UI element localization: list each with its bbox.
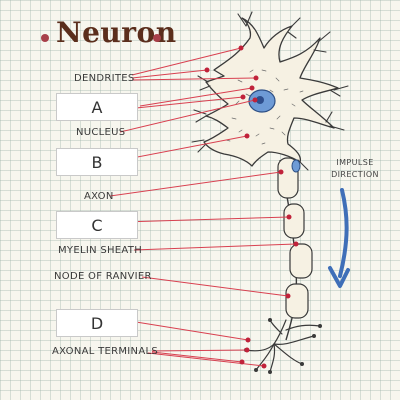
answer-box-c[interactable]: C — [56, 211, 138, 239]
page-title: Neuron — [56, 16, 177, 49]
answer-box-d[interactable]: D — [56, 309, 138, 337]
impulse-arrowhead — [328, 266, 350, 288]
label-myelin-sheath: MYELIN SHEATH — [58, 245, 143, 256]
title-dot-right — [153, 34, 161, 42]
label-node-of-ranvier: NODE OF RANVIER — [54, 271, 152, 282]
marker-dots — [204, 45, 299, 369]
impulse-direction-label: IMPULSE DIRECTION — [330, 157, 380, 181]
impulse-arrow — [338, 188, 349, 278]
cell-body — [203, 17, 339, 167]
direction-word: DIRECTION — [331, 170, 379, 179]
impulse-word: IMPULSE — [336, 158, 374, 167]
myelin-segment — [285, 283, 309, 319]
title-dot-left — [41, 34, 49, 42]
myelin-segment — [289, 243, 313, 279]
label-dendrites: DENDRITES — [74, 73, 135, 84]
answer-box-b[interactable]: B — [56, 148, 138, 176]
label-nucleus: NUCLEUS — [76, 127, 126, 138]
myelin-segment — [283, 203, 305, 239]
label-axon: AXON — [84, 191, 114, 202]
label-axonal-terminals: AXONAL TERMINALS — [52, 346, 158, 357]
answer-box-a[interactable]: A — [56, 93, 138, 121]
